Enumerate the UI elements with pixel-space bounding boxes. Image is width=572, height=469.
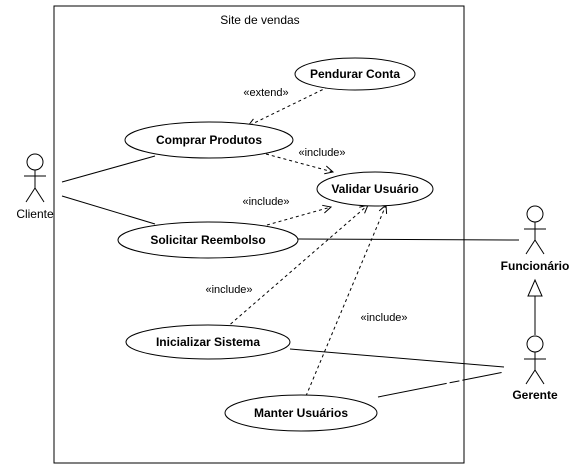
use-case-solicitar-reembolso[interactable]: Solicitar Reembolso	[117, 221, 299, 259]
stereotype-include-reembolso: «include»	[242, 196, 289, 208]
actor-label-cliente: Cliente	[16, 207, 54, 221]
system-title: Site de vendas	[220, 13, 299, 27]
association-cliente-reembolso	[61, 195, 156, 225]
stereotype-include-manter: «include»	[360, 312, 407, 324]
use-case-label: Validar Usuário	[331, 182, 418, 196]
use-case-label: Comprar Produtos	[156, 133, 262, 147]
use-case-validar-usuario[interactable]: Validar Usuário	[316, 171, 434, 207]
use-case-inicializar-sistema[interactable]: Inicializar Sistema	[125, 324, 291, 360]
actor-label-gerente: Gerente	[512, 388, 558, 402]
use-case-label: Manter Usuários	[254, 406, 348, 420]
association-cliente-comprar	[61, 155, 156, 183]
stereotype-include-comprar: «include»	[298, 147, 345, 159]
generalization-arrowhead	[527, 278, 543, 297]
include-arrow-manter	[305, 205, 386, 397]
include-arrow-inicializar	[225, 205, 368, 329]
use-case-manter-usuarios[interactable]: Manter Usuários	[224, 394, 378, 432]
use-case-label: Solicitar Reembolso	[150, 233, 265, 247]
associations	[61, 155, 520, 398]
actor-head-icon	[526, 335, 544, 353]
use-case-label: Pendurar Conta	[310, 67, 400, 81]
use-case-comprar-produtos[interactable]: Comprar Produtos	[124, 121, 294, 159]
system-boundary	[53, 5, 465, 464]
use-case-label: Inicializar Sistema	[156, 335, 260, 349]
actor-gerente[interactable]	[524, 335, 546, 385]
stereotype-include-inicializar: «include»	[205, 284, 252, 296]
actor-label-funcionario: Funcionário	[501, 259, 570, 273]
stereotype-extend: «extend»	[243, 87, 288, 99]
association-funcionario-reembolso	[297, 238, 520, 241]
actor-head-icon	[26, 153, 44, 171]
extend-arrow	[248, 86, 329, 126]
actor-funcionario[interactable]	[524, 205, 546, 255]
include-arrow-reembolso	[266, 207, 331, 226]
actor-cliente[interactable]	[24, 153, 46, 203]
actor-head-icon	[526, 205, 544, 223]
association-gerente-inicializar	[289, 348, 505, 368]
use-case-pendurar-conta[interactable]: Pendurar Conta	[294, 57, 416, 91]
dependencies	[225, 86, 386, 397]
association-gerente-manter	[377, 371, 505, 398]
